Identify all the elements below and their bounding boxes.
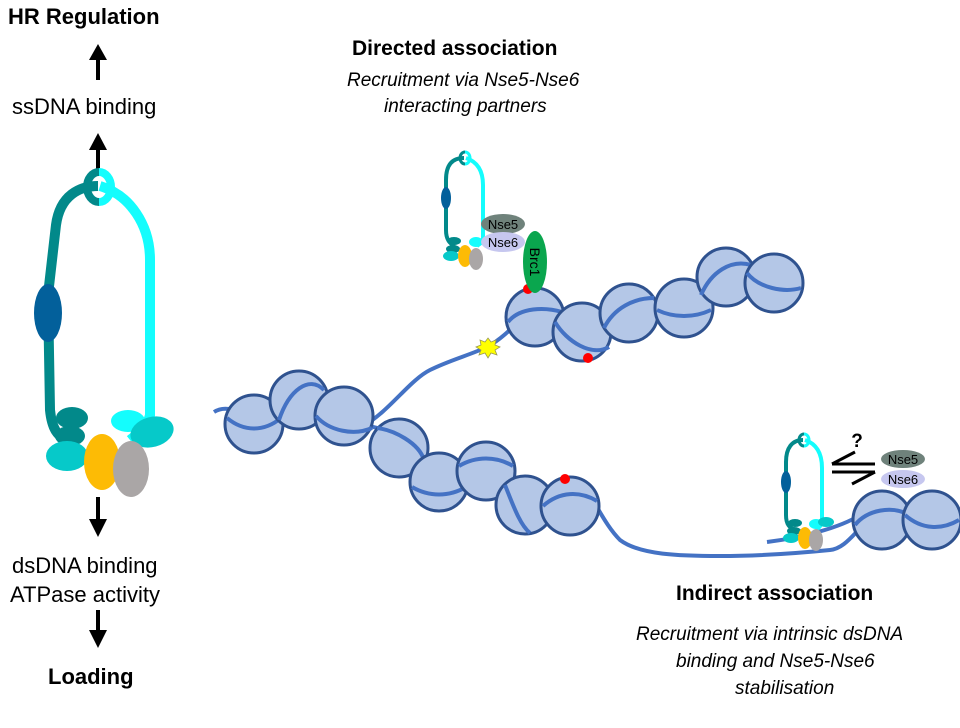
hinge-right [98, 168, 115, 206]
nucleosome [368, 417, 430, 479]
question-mark-label: ? [851, 431, 863, 452]
directed-subtitle-line2: interacting partners [384, 96, 547, 117]
nse5-label: Nse5 [488, 217, 518, 232]
equilibrium-arrows-icon [831, 450, 876, 486]
grey-subunit [113, 441, 149, 497]
indirect-subtitle-line3: stabilisation [735, 678, 835, 699]
nucleosome [743, 252, 805, 314]
hr-regulation-label: HR Regulation [8, 4, 160, 29]
nse6-subunit [481, 232, 525, 252]
directed-association-title: Directed association [352, 37, 558, 60]
nucleosome [268, 369, 330, 431]
dsdna-binding-label: dsDNA binding [12, 553, 158, 578]
nse6-subunit-free [881, 470, 925, 488]
arrow-down-to-loading [89, 610, 107, 648]
nucleosome [695, 246, 757, 308]
smc6-arm [98, 181, 155, 444]
nucleosome [455, 440, 517, 502]
nucleosome [223, 393, 285, 455]
brc1-protein [523, 231, 547, 293]
nucleosome [653, 277, 715, 339]
indirect-subtitle-line1: Recruitment via intrinsic dsDNA [636, 624, 904, 645]
nucleosome [901, 489, 960, 551]
arm-knob [34, 284, 62, 342]
smc5-6-complex-indirect [781, 432, 834, 551]
smc5-6-complex-directed [441, 150, 485, 270]
hinge-left [83, 168, 100, 206]
atpase-activity-label: ATPase activity [10, 582, 160, 607]
brc1-label: Brc1 [527, 248, 543, 277]
kleisin-yellow [84, 434, 120, 490]
teal-subunit-left [46, 441, 88, 471]
arrow-up-to-ssdna-binding [89, 133, 107, 172]
nucleosome [551, 301, 613, 363]
nse6-label: Nse6 [488, 235, 518, 250]
red-modification-mark [583, 353, 593, 363]
dna-damage-star-icon [475, 337, 501, 359]
arrow-up-to-hr-regulation [89, 44, 107, 80]
nucleosome [313, 385, 375, 447]
nse5-subunit-free [881, 450, 925, 468]
red-modification-mark [560, 474, 570, 484]
indirect-subtitle-line2: binding and Nse5-Nse6 [676, 651, 875, 672]
smc5-6-complex-large [34, 168, 174, 497]
nse5-subunit [481, 214, 525, 234]
nucleosome [494, 474, 556, 536]
arrow-down-to-dsdna-binding [89, 497, 107, 537]
nucleosome [598, 282, 660, 344]
smc5-head-lower [55, 426, 85, 446]
nucleosomes [223, 246, 960, 551]
nucleosome [504, 286, 566, 348]
teal-subunit-right [130, 416, 174, 448]
ssdna-binding-label: ssDNA binding [12, 94, 157, 119]
loading-label: Loading [48, 664, 134, 689]
nucleosome [539, 475, 601, 537]
directed-subtitle-line1: Recruitment via Nse5-Nse6 [347, 70, 580, 91]
nse5-free-label: Nse5 [888, 452, 918, 467]
smc5-head-upper [56, 407, 88, 429]
nse6-free-label: Nse6 [888, 472, 918, 487]
indirect-association-title: Indirect association [676, 582, 874, 605]
